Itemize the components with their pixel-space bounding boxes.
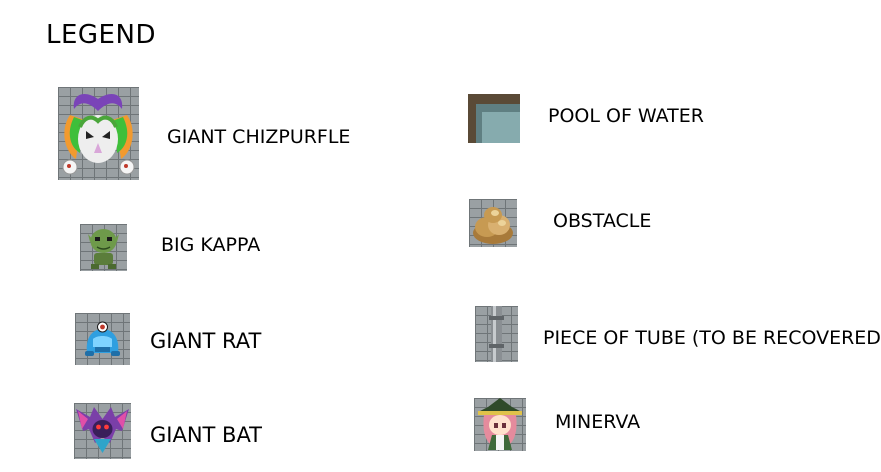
pipe-label: PIECE OF TUBE (TO BE RECOVERED): [543, 327, 881, 349]
giant-chizpurfle-label: GIANT CHIZPURFLE: [167, 126, 351, 148]
giant-rat-label: GIANT RAT: [150, 329, 262, 353]
big-kappa-icon: [80, 224, 127, 271]
pool-of-water-label: POOL OF WATER: [548, 105, 704, 127]
obstacle-label: OBSTACLE: [553, 210, 652, 232]
obstacle-icon: [469, 199, 517, 247]
big-kappa-label: BIG KAPPA: [161, 234, 261, 256]
pipe-icon: [475, 306, 518, 362]
legend-title: LEGEND: [46, 20, 156, 50]
giant-rat-icon: [75, 313, 130, 365]
giant-bat-icon: [74, 403, 131, 459]
pool-of-water-icon: [468, 94, 520, 143]
minerva-icon: [474, 398, 526, 451]
minerva-label: MINERVA: [555, 411, 641, 433]
giant-bat-label: GIANT BAT: [150, 423, 263, 447]
giant-chizpurfle-icon: [58, 87, 139, 180]
